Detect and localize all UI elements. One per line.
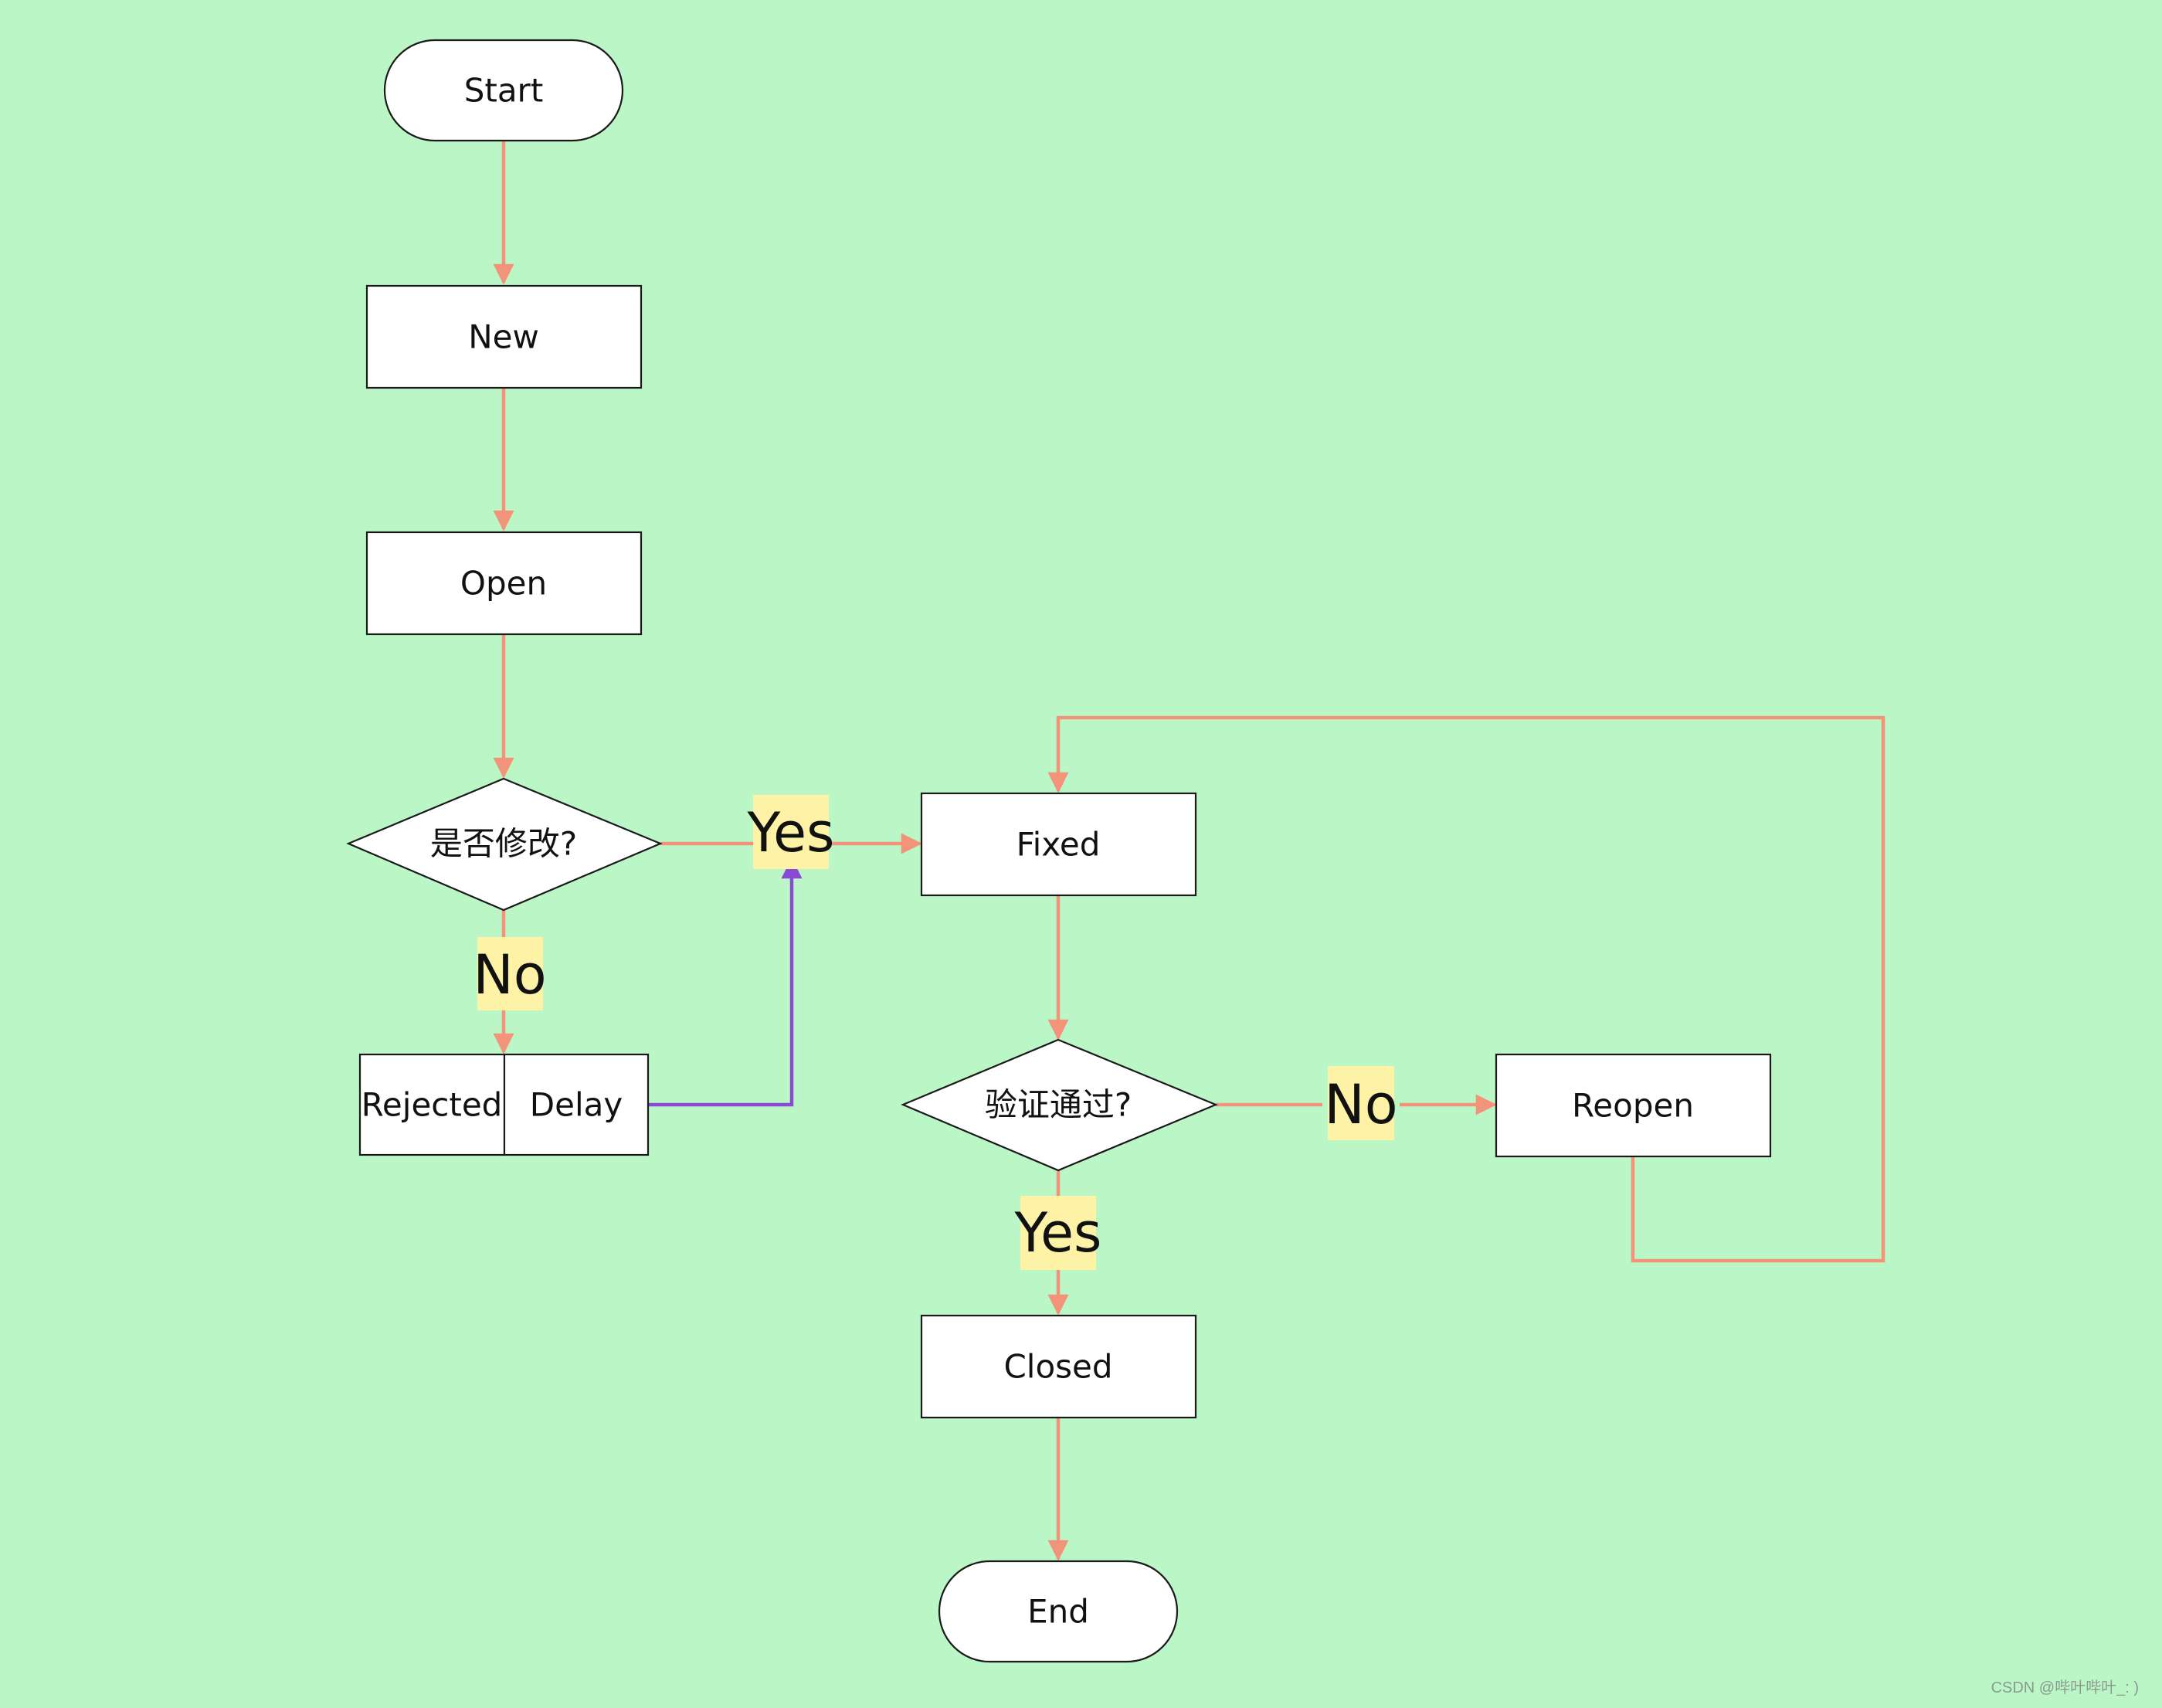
watermark: CSDN @哔叶哔叶_: ) bbox=[1991, 1679, 2139, 1696]
node-closed-label: Closed bbox=[1003, 1348, 1112, 1386]
node-end[interactable]: End bbox=[938, 1560, 1179, 1663]
node-start-label: Start bbox=[464, 72, 544, 110]
node-decision-verify[interactable]: 验证通过? bbox=[901, 1038, 1218, 1172]
node-reopen-label: Reopen bbox=[1572, 1087, 1694, 1125]
node-reopen[interactable]: Reopen bbox=[1495, 1053, 1772, 1158]
node-decision-verify-label: 验证通过? bbox=[985, 1086, 1132, 1124]
node-delay[interactable]: Delay bbox=[503, 1053, 650, 1156]
node-open[interactable]: Open bbox=[365, 531, 643, 636]
node-fixed-label: Fixed bbox=[1017, 826, 1101, 864]
node-rejected[interactable]: Rejected bbox=[358, 1053, 506, 1156]
node-open-label: Open bbox=[460, 565, 547, 603]
node-rejected-label: Rejected bbox=[361, 1086, 503, 1124]
edge-label-modify-yes: Yes bbox=[747, 795, 835, 869]
edge-label-verify-no-text: No bbox=[1324, 1073, 1397, 1136]
node-decision-modify[interactable]: 是否修改? bbox=[346, 777, 663, 912]
node-closed[interactable]: Closed bbox=[920, 1314, 1197, 1419]
edge-label-verify-yes-text: Yes bbox=[1014, 1201, 1102, 1265]
edge-label-modify-no: No bbox=[473, 937, 547, 1010]
node-new-label: New bbox=[468, 318, 539, 356]
edge-reopen-to-fixed bbox=[1047, 715, 1885, 1263]
edge-delay-to-yes-label bbox=[648, 857, 803, 1107]
node-delay-label: Delay bbox=[530, 1086, 623, 1124]
edge-label-modify-no-text: No bbox=[473, 943, 546, 1007]
node-new[interactable]: New bbox=[365, 284, 643, 389]
edge-label-modify-yes-text: Yes bbox=[747, 801, 835, 864]
edge-label-verify-yes: Yes bbox=[1014, 1196, 1102, 1270]
node-end-label: End bbox=[1027, 1593, 1089, 1631]
node-start[interactable]: Start bbox=[383, 39, 624, 142]
node-fixed[interactable]: Fixed bbox=[920, 792, 1197, 897]
node-decision-modify-label: 是否修改? bbox=[430, 825, 577, 863]
edge-label-verify-no: No bbox=[1324, 1066, 1398, 1140]
